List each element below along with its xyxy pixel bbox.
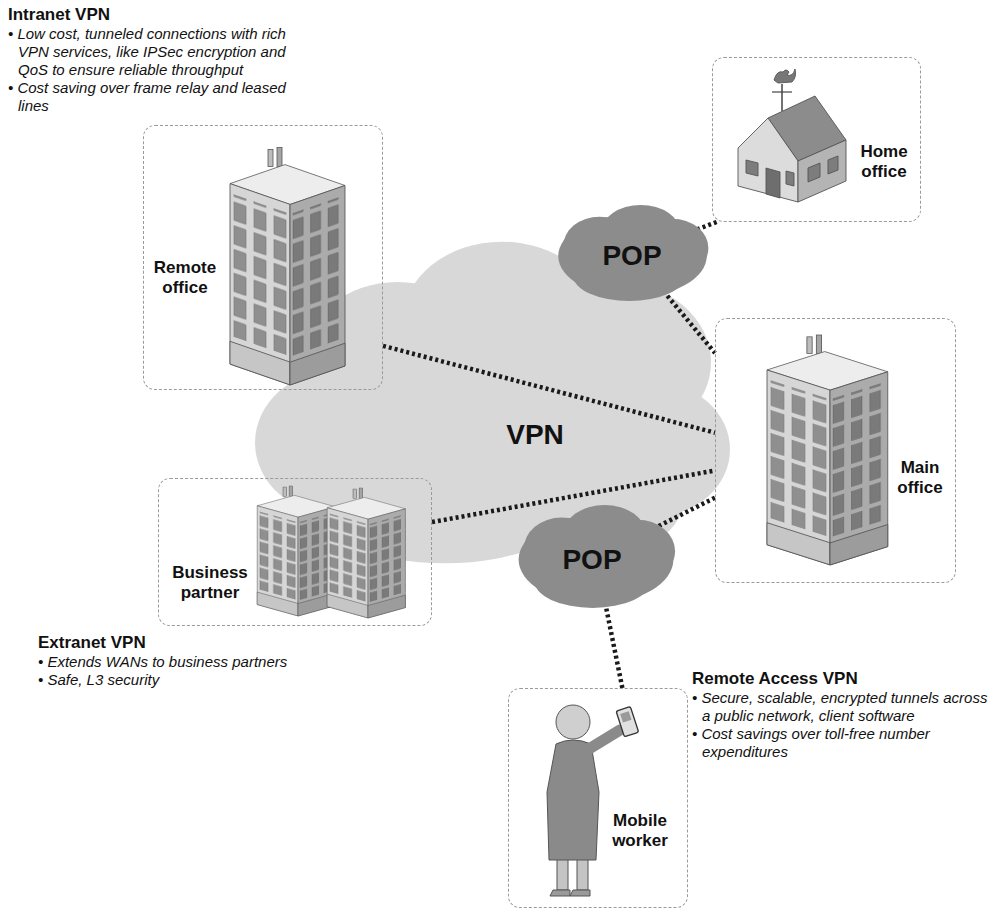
bullet-note: • Cost savings over toll-free number exp… [692, 725, 992, 761]
dotted-link [664, 291, 715, 353]
site-label: Main office [890, 458, 950, 497]
bullet-note: • Secure, scalable, encrypted tunnels ac… [692, 689, 992, 725]
vpn-type-heading: Extranet VPN [38, 632, 338, 653]
house-front [738, 118, 798, 202]
raised-arm [584, 730, 620, 752]
dotted-link [432, 470, 715, 522]
bullet-note: • Extends WANs to business partners [38, 653, 338, 671]
phone [616, 707, 639, 737]
site-label: Home office [853, 142, 915, 181]
cloud-lobe [407, 289, 692, 517]
cloud-label: POP [602, 240, 661, 272]
pop-cloud: POP [510, 505, 682, 610]
dotted-link [383, 346, 715, 433]
window [808, 163, 820, 182]
shoe [550, 890, 590, 896]
office-box: Business partner [158, 478, 432, 626]
rooster [774, 69, 796, 83]
office-box: Home office [712, 57, 921, 222]
office-box: Mobile worker [508, 688, 688, 908]
house-side [798, 140, 846, 202]
main-office-building [767, 335, 888, 565]
remote-office-building [230, 147, 345, 385]
window [786, 171, 794, 186]
cloud-label: POP [562, 544, 621, 576]
cloud-label: VPN [506, 419, 564, 451]
weathervane-arm [772, 91, 792, 92]
window [746, 160, 758, 176]
head [556, 705, 590, 739]
site-label: Remote office [147, 258, 223, 297]
bullet-note: • Safe, L3 security [38, 671, 338, 689]
window [828, 156, 838, 174]
vpn-type-heading: Remote Access VPN [692, 668, 992, 689]
bullet-note: • Low cost, tunneled connections with ri… [8, 25, 318, 79]
door [766, 168, 780, 198]
dotted-link [605, 601, 623, 688]
note-group: Intranet VPN• Low cost, tunneled connect… [8, 4, 318, 115]
note-group: Remote Access VPN• Secure, scalable, enc… [692, 668, 992, 761]
site-label: Business partner [169, 563, 251, 602]
coat [547, 740, 599, 860]
vpn-type-heading: Intranet VPN [8, 4, 318, 25]
pop-cloud: POP [550, 205, 715, 303]
home-office-house [738, 69, 846, 202]
office-box: Main office [715, 318, 956, 583]
site-label: Mobile worker [609, 811, 671, 850]
partner-building [257, 486, 335, 616]
dotted-link [653, 498, 715, 529]
leg [577, 856, 588, 890]
mobile-worker-figure [547, 705, 639, 896]
partner-building [327, 488, 405, 618]
office-box: Remote office [143, 125, 383, 390]
note-group: Extranet VPN• Extends WANs to business p… [38, 632, 338, 689]
leg [557, 856, 568, 890]
weathervane-pole [781, 84, 783, 111]
bullet-note: • Cost saving over frame relay and lease… [8, 79, 318, 115]
office-building [230, 147, 888, 618]
